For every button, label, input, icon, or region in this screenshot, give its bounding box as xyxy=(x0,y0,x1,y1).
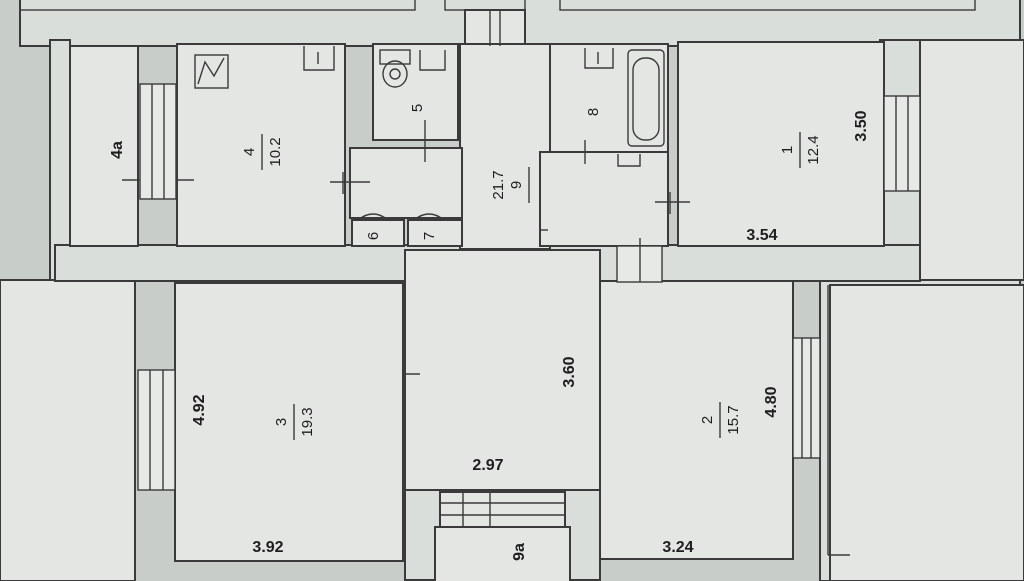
room-4-area: 10.2 xyxy=(267,137,284,166)
room-4a-number: 4a xyxy=(109,141,126,159)
room-9a xyxy=(434,526,571,581)
room-2 xyxy=(599,280,794,560)
room-2-width: 3.24 xyxy=(662,539,693,556)
room-9 xyxy=(404,249,601,491)
left-area xyxy=(0,279,136,581)
room-4-number: 4 xyxy=(241,148,258,156)
window-room-3 xyxy=(137,369,176,491)
room-3-area: 19.3 xyxy=(299,407,316,436)
room-5-number: 5 xyxy=(409,104,426,112)
room-7-number: 7 xyxy=(421,232,438,240)
electric-panel-icon xyxy=(194,54,229,89)
hall-width: 2.97 xyxy=(472,457,503,474)
room-8 xyxy=(549,43,669,153)
hall-upper xyxy=(459,43,551,250)
top-passage xyxy=(464,9,526,47)
corridor-left xyxy=(349,147,463,219)
room-4a xyxy=(69,45,139,247)
room-6-number: 6 xyxy=(365,232,382,240)
room-3-width: 3.92 xyxy=(252,539,283,556)
room-7 xyxy=(407,219,463,247)
room-2-number: 2 xyxy=(699,416,716,424)
room-3-number: 3 xyxy=(273,418,290,426)
room-6 xyxy=(351,219,405,247)
hall-length: 3.60 xyxy=(561,356,578,387)
room-9-area: 21.7 xyxy=(490,170,507,199)
room-1 xyxy=(677,41,885,247)
window-room-4a xyxy=(139,83,177,200)
room-4 xyxy=(176,43,346,247)
right-lower-area xyxy=(829,284,1024,581)
room-8-number: 8 xyxy=(585,108,602,116)
room-1-height: 3.50 xyxy=(853,110,870,141)
room-9-number: 9 xyxy=(508,181,525,189)
room-2-area: 15.7 xyxy=(725,405,742,434)
right-area xyxy=(919,39,1024,281)
entrance-steps xyxy=(439,491,566,528)
room-3 xyxy=(174,282,404,562)
corridor-right xyxy=(539,151,669,247)
room-1-number: 1 xyxy=(779,146,796,154)
room-2-height: 4.80 xyxy=(763,386,780,417)
window-room-1 xyxy=(883,95,921,192)
room-3-height: 4.92 xyxy=(191,394,208,425)
room-5 xyxy=(372,43,459,141)
room-1-width: 3.54 xyxy=(746,227,777,244)
room-9a-number: 9a xyxy=(511,543,528,561)
window-room-2 xyxy=(792,337,821,459)
room-1-area: 12.4 xyxy=(805,135,822,164)
